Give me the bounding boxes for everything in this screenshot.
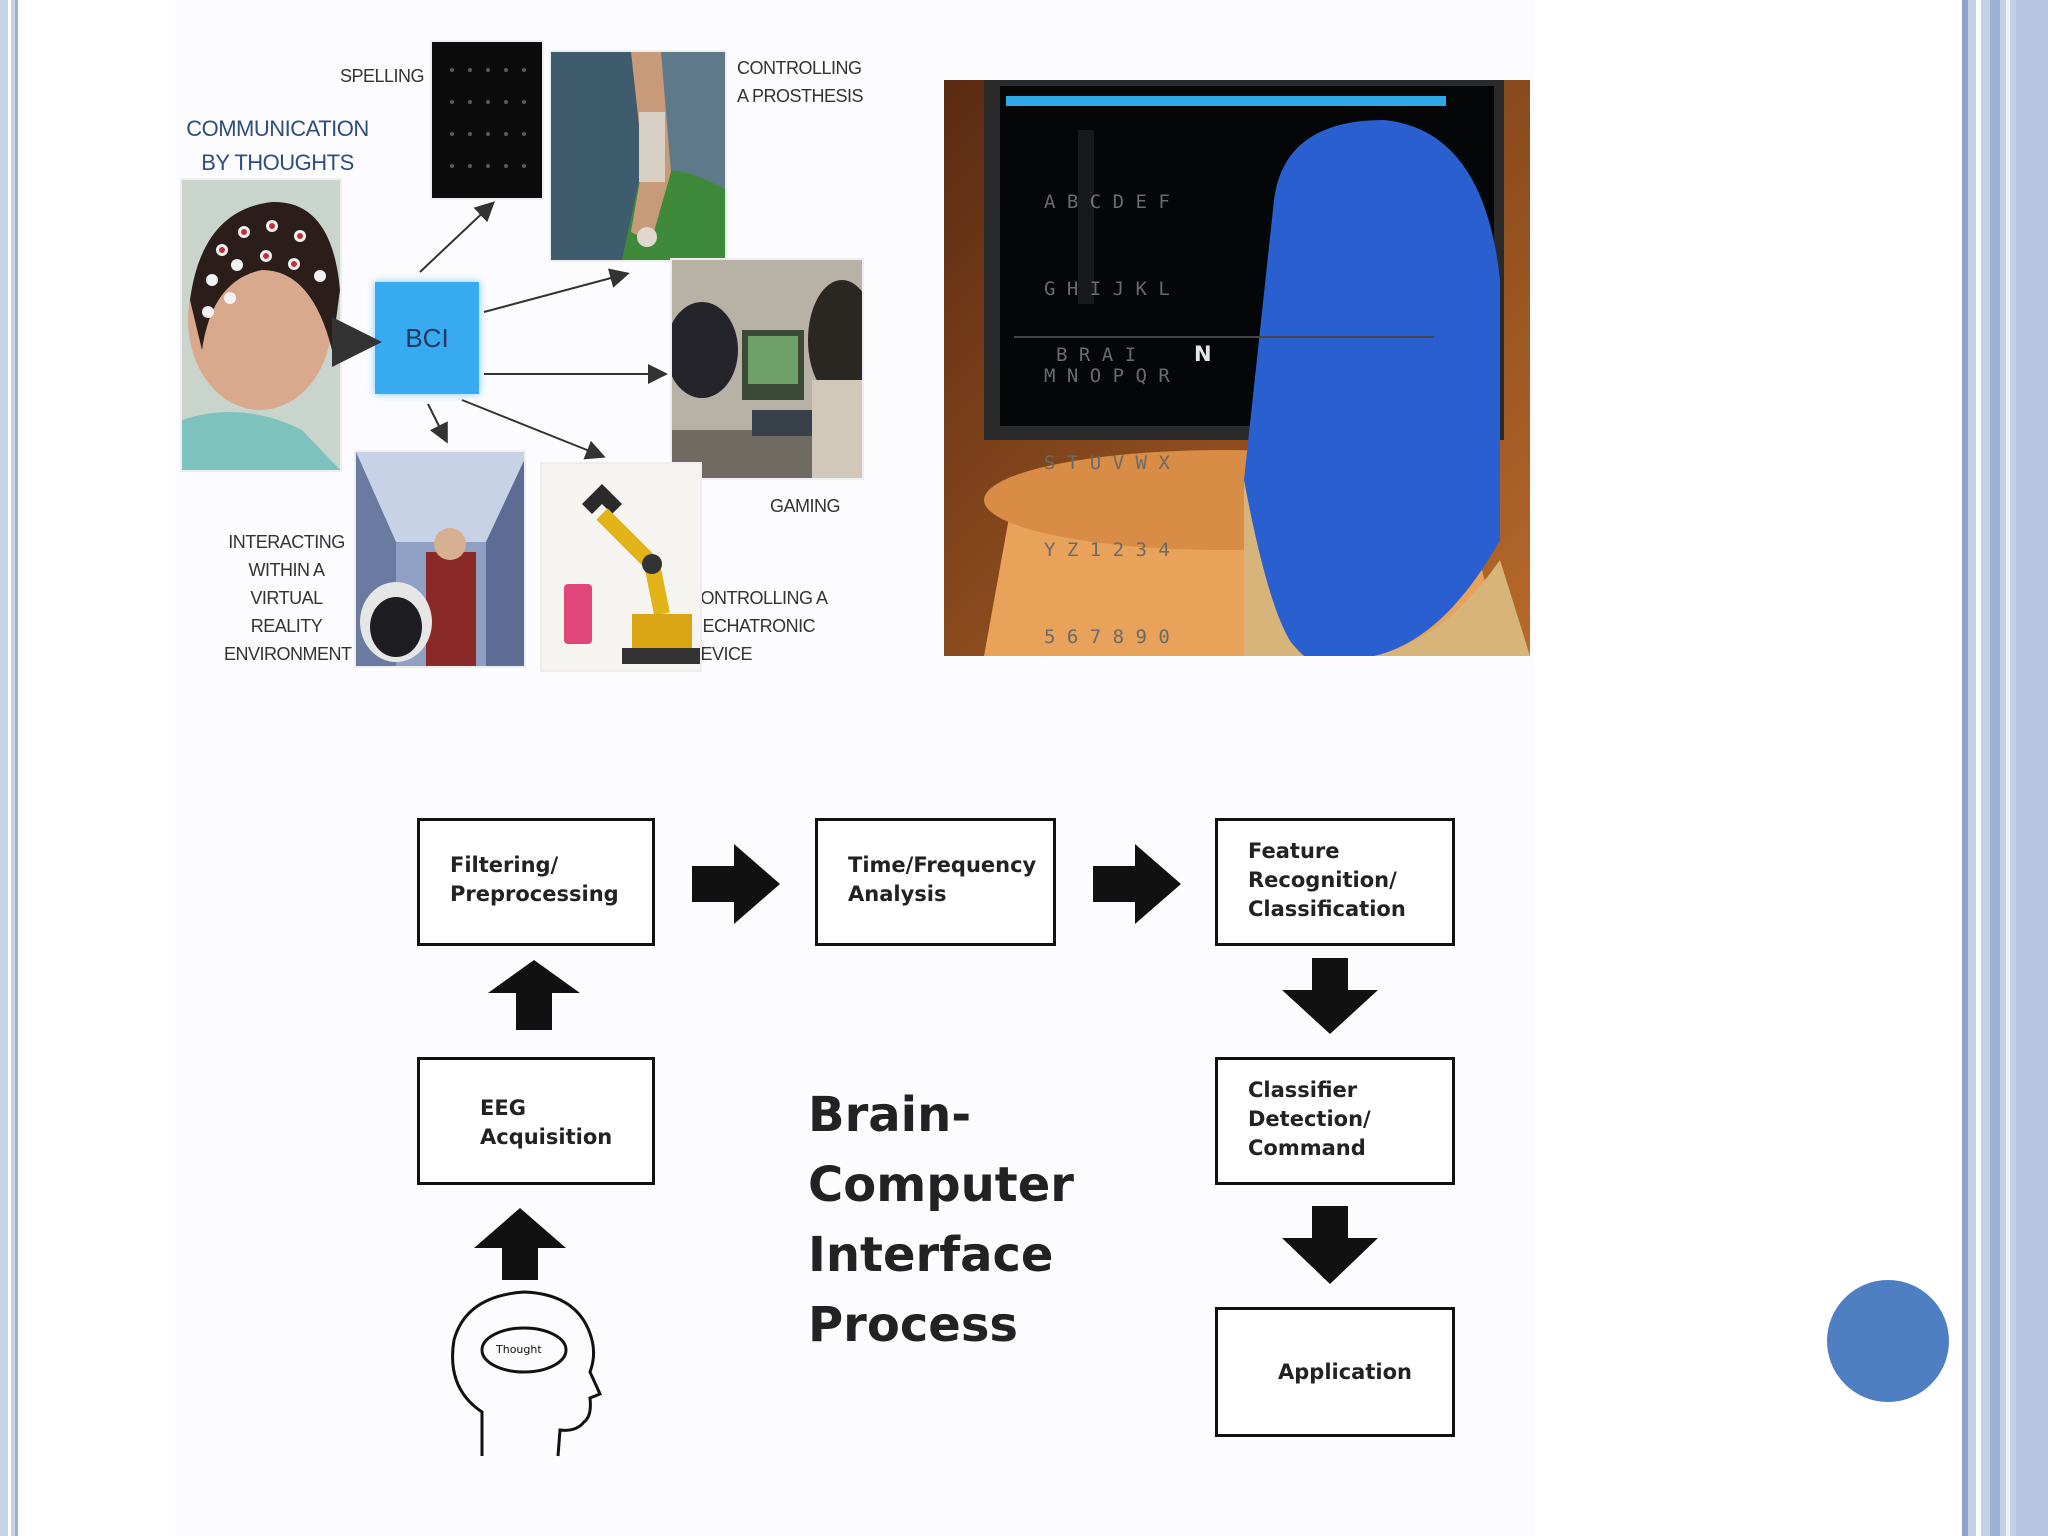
- arrow-bci-to-mechatronic: [461, 399, 606, 460]
- bci-box: BCI: [375, 282, 479, 394]
- time-frequency-analysis-box: Time/Frequency Analysis: [815, 818, 1056, 946]
- bci-process-title: Brain- Computer Interface Process: [808, 1087, 1074, 1353]
- feature-recognition-box: Feature Recognition/ Classification: [1215, 818, 1455, 946]
- speller-current-letter: N: [1194, 342, 1212, 366]
- label-controlling-prosthesis: CONTROLLING A PROSTHESIS: [737, 58, 864, 106]
- speller-row-6: 5 6 7 8 9 0: [1044, 626, 1170, 648]
- speller-grid: A B C D E F G H I J K L M N O P Q R S T …: [1044, 130, 1170, 656]
- virtual-reality-photo: [354, 450, 526, 668]
- eeg-cap-person-photo: [180, 178, 342, 472]
- spelling-screen-image: [430, 40, 544, 200]
- slide-left-border: [0, 0, 18, 1536]
- filtering-preprocessing-box: Filtering/ Preprocessing: [417, 818, 655, 946]
- flow-arrows: [451, 844, 1378, 1457]
- robotic-arm-photo: [540, 462, 702, 672]
- prosthesis-photo: [549, 50, 727, 262]
- speller-typed-text: B R A I: [1056, 344, 1137, 366]
- speller-row-1: A B C D E F: [1044, 191, 1170, 213]
- label-controlling-mechatronic: CONTROLLING A MECHATRONIC DEVICE: [688, 588, 828, 664]
- application-box: Application: [1215, 1307, 1455, 1437]
- bci-box-label: BCI: [405, 322, 449, 353]
- label-gaming: GAMING: [770, 496, 841, 516]
- arrow-up-2: [474, 1208, 566, 1280]
- arrow-bci-to-spelling: [419, 201, 495, 273]
- speller-photo: A B C D E F G H I J K L M N O P Q R S T …: [944, 80, 1530, 656]
- speller-row-2: G H I J K L: [1044, 278, 1170, 300]
- arrow-bci-to-prosthesis: [483, 268, 630, 313]
- arrow-right-2: [1093, 844, 1181, 924]
- slide-right-border: [1962, 0, 2048, 1536]
- speller-row-4: S T U V W X: [1044, 452, 1170, 474]
- arrow-bci-to-vr: [427, 403, 448, 444]
- label-communication-by-thoughts: COMMUNICATION BY THOUGHTS: [186, 116, 369, 175]
- speller-output-line: [1014, 336, 1434, 338]
- classifier-detection-box: Classifier Detection/ Command: [1215, 1057, 1455, 1185]
- label-virtual-reality: INTERACTING WITHIN A VIRTUAL REALITY ENV…: [224, 532, 352, 664]
- label-spelling: SPELLING: [340, 66, 425, 86]
- eeg-acquisition-box: EEG Acquisition: [417, 1057, 655, 1185]
- speller-highlight-column: [1078, 130, 1094, 304]
- bci-arrows: [332, 201, 668, 460]
- arrow-down-2: [1282, 1206, 1378, 1284]
- thought-label: Thought: [496, 1343, 542, 1356]
- slide-decoration-circle: [1827, 1280, 1949, 1402]
- speller-row-3: M N O P Q R: [1044, 365, 1170, 387]
- thought-head-icon: [451, 1290, 603, 1457]
- speller-row-5: Y Z 1 2 3 4: [1044, 539, 1170, 561]
- arrow-up-1: [488, 960, 580, 1030]
- arrow-right-1: [692, 844, 780, 924]
- arrow-down-1: [1282, 958, 1378, 1034]
- gaming-photo: [670, 258, 864, 480]
